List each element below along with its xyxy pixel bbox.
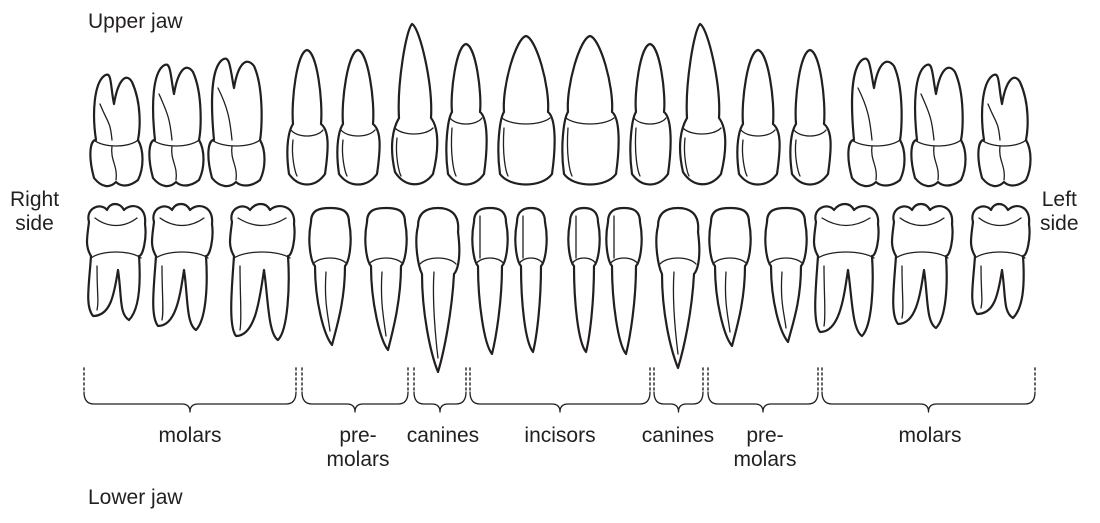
lower-right-first-molar — [230, 204, 295, 340]
upper-left-lateral-incisor — [630, 44, 670, 185]
tooth-group-2 — [287, 50, 406, 350]
lower-left-central-incisor — [568, 208, 599, 352]
group-bracket — [708, 368, 818, 412]
upper-right-central-incisor — [498, 36, 554, 185]
group-label-molars-left: molars — [870, 424, 990, 448]
upper-left-first-premolar — [737, 50, 779, 185]
lower-right-lateral-incisor — [472, 208, 507, 354]
group-label-canines-left: canines — [633, 424, 723, 448]
left-side-label: Left side — [1040, 188, 1079, 236]
lower-left-canine — [656, 208, 699, 368]
group-bracket — [822, 368, 1035, 412]
tooth-group-4 — [446, 36, 670, 354]
lower-left-lateral-incisor — [606, 208, 641, 354]
upper-right-canine — [392, 24, 437, 184]
group-label-incisors: incisors — [510, 424, 610, 448]
upper-left-first-molar — [848, 59, 904, 186]
group-label-canines-right: canines — [398, 424, 488, 448]
upper-jaw-label: Upper jaw — [88, 10, 183, 34]
lower-left-second-molar — [892, 204, 953, 328]
group-bracket — [470, 368, 650, 412]
group-bracket — [654, 368, 703, 412]
lower-left-second-premolar — [765, 208, 806, 342]
upper-right-lateral-incisor — [446, 44, 486, 185]
upper-left-second-molar — [911, 65, 965, 186]
tooth-group-6 — [709, 50, 830, 346]
group-label-premolars-right: pre- molars — [318, 424, 398, 472]
lower-right-second-molar — [152, 204, 213, 330]
upper-right-second-premolar — [287, 50, 327, 185]
upper-right-second-molar — [149, 65, 203, 186]
upper-left-canine — [680, 24, 725, 184]
lower-right-second-premolar — [309, 208, 350, 345]
upper-left-central-incisor — [562, 36, 618, 185]
upper-right-third-molar — [90, 75, 142, 186]
tooth-group-3 — [392, 24, 459, 372]
tooth-group-5 — [656, 24, 725, 368]
right-side-label: Right side — [10, 188, 59, 236]
lower-left-first-molar — [814, 204, 879, 336]
upper-left-second-premolar — [790, 50, 830, 185]
upper-right-first-molar — [208, 59, 264, 186]
group-bracket — [84, 368, 296, 412]
lower-left-first-premolar — [709, 208, 750, 346]
lower-right-central-incisor — [515, 208, 546, 352]
group-bracket — [414, 368, 466, 412]
lower-right-first-premolar — [365, 208, 406, 350]
upper-right-first-premolar — [337, 50, 379, 185]
lower-left-third-molar — [971, 204, 1030, 318]
lower-jaw-label: Lower jaw — [88, 486, 183, 510]
lower-right-canine — [416, 208, 459, 372]
tooth-group-7 — [814, 59, 1031, 336]
group-bracket — [302, 368, 408, 412]
upper-left-third-molar — [978, 75, 1030, 186]
group-label-molars-right: molars — [130, 424, 250, 448]
group-label-premolars-left: pre- molars — [725, 424, 805, 472]
tooth-group-1 — [87, 59, 295, 340]
lower-right-third-molar — [87, 204, 146, 320]
